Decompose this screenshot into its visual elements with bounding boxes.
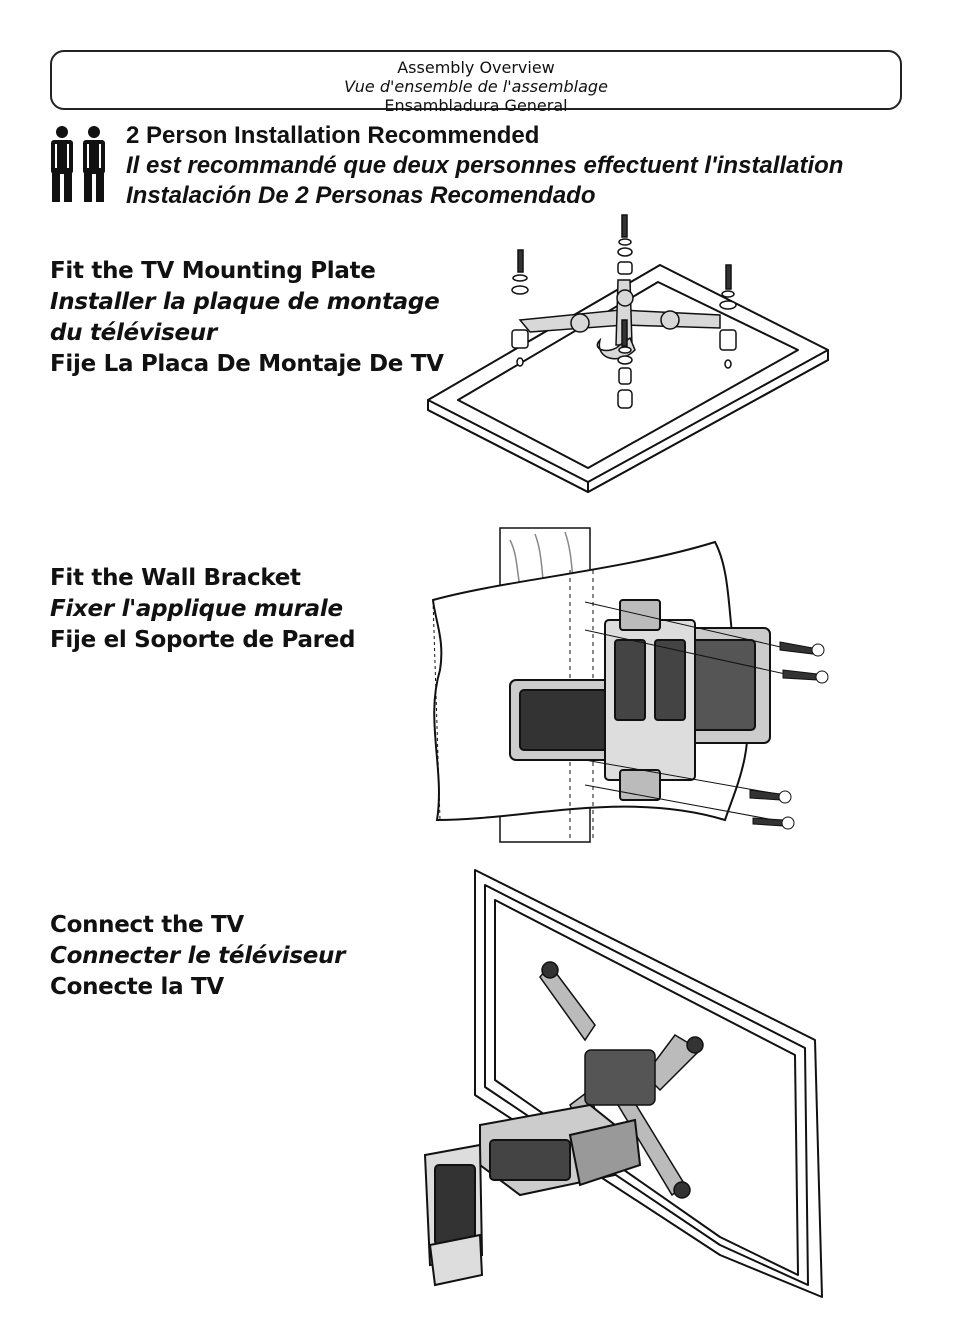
two-persons-icon (48, 124, 110, 204)
install-note-en: 2 Person Installation Recommended (126, 122, 540, 149)
install-note-fr: Il est recommandé que deux personnes eff… (126, 152, 844, 179)
step-1-fr-line2: du téléviseur (50, 320, 217, 346)
wall-bracket-illustration (425, 520, 835, 850)
step-2-en: Fit the Wall Bracket (50, 565, 301, 591)
step-1-en: Fit the TV Mounting Plate (50, 258, 376, 284)
step-3-text: Connect the TV Connecter le téléviseur C… (50, 910, 345, 1003)
step-1-fr-line1: Installer la plaque de montage (50, 289, 440, 315)
step-3-fr: Connecter le téléviseur (50, 943, 346, 969)
install-note-es: Instalación De 2 Personas Recomendado (126, 182, 596, 209)
step-2-text: Fit the Wall Bracket Fixer l'applique mu… (50, 563, 355, 656)
connect-tv-illustration (420, 865, 840, 1305)
step-3-en: Connect the TV (50, 912, 244, 938)
header-title-fr: Vue d'ensemble de l'assemblage (344, 77, 608, 96)
tv-mounting-plate-illustration (420, 210, 840, 495)
step-1-es: Fije La Placa De Montaje De TV (50, 351, 444, 377)
step-2-fr: Fixer l'applique murale (50, 596, 343, 622)
step-2-es: Fije el Soporte de Pared (50, 627, 356, 653)
header-title-es: Ensambladura General (384, 96, 568, 115)
step-3-es: Conecte la TV (50, 974, 224, 1000)
step-1-text: Fit the TV Mounting Plate Installer la p… (50, 256, 444, 380)
install-recommendation: 2 Person Installation Recommended Il est… (126, 121, 843, 211)
assembly-overview-header: Assembly Overview Vue d'ensemble de l'as… (50, 50, 902, 115)
header-title-en: Assembly Overview (397, 58, 555, 77)
